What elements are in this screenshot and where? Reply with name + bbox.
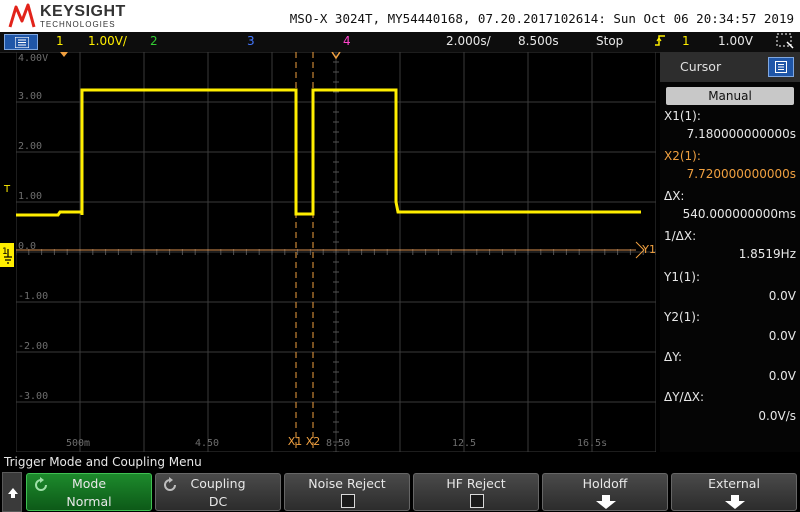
- cursor-mode-button[interactable]: Manual: [666, 87, 794, 105]
- timebase-scale[interactable]: 2.000s/: [446, 34, 491, 48]
- softkey-hf-reject-label: HF Reject: [446, 476, 506, 491]
- x-label-3: 8.50: [326, 438, 351, 449]
- trigger-time-marker: [331, 52, 341, 60]
- cursor-panel: Cursor Manual X1(1): 7.180000000000s X2(…: [660, 52, 800, 452]
- ch1-ground-marker[interactable]: 1: [0, 243, 16, 267]
- timebase-delay[interactable]: 8.500s: [518, 34, 559, 48]
- softkey-holdoff[interactable]: Holdoff: [542, 473, 668, 511]
- main-menu-button[interactable]: [4, 34, 38, 50]
- y-label-5: 0.0: [18, 241, 37, 252]
- menu-title: Trigger Mode and Coupling Menu: [4, 455, 202, 469]
- cursor-x1-handle[interactable]: X1: [287, 435, 303, 448]
- ch3-number[interactable]: 3: [247, 34, 255, 48]
- trigger-level[interactable]: 1.00V: [718, 34, 753, 48]
- keysight-logo-icon: [8, 3, 36, 28]
- zoom-icon[interactable]: [776, 33, 794, 52]
- down-arrow-icon: [596, 495, 616, 509]
- delta-y-label: ΔY:: [664, 350, 682, 364]
- ch1-number[interactable]: 1: [56, 34, 64, 48]
- y2-value: 0.0V: [768, 329, 796, 343]
- softkey-mode-value: Normal: [66, 494, 112, 509]
- menu-icon: [15, 37, 29, 48]
- waveform-display[interactable]: [16, 52, 656, 452]
- softkey-mode[interactable]: Mode Normal: [26, 473, 152, 511]
- y-label-4: 1.00: [18, 191, 43, 202]
- cursor-x2-handle[interactable]: X2: [305, 435, 321, 448]
- panel-menu-icon[interactable]: [768, 57, 794, 77]
- x1-value: 7.180000000000s: [686, 127, 796, 141]
- ch4-number[interactable]: 4: [343, 34, 351, 48]
- instrument-info: MSO-X 3024T, MY54440168, 07.20.201710261…: [289, 11, 794, 26]
- brand-name: KEYSIGHT: [40, 3, 126, 20]
- y-label-8: -3.00: [18, 391, 49, 402]
- y-label-7: -2.00: [18, 341, 49, 352]
- x-label-1: 500m: [66, 438, 91, 449]
- delta-x-label: ΔX:: [664, 189, 685, 203]
- softkey-noise-reject-label: Noise Reject: [308, 476, 386, 491]
- x1-label: X1(1):: [664, 109, 701, 123]
- softkey-external-label: External: [708, 476, 760, 491]
- down-arrow-icon: [725, 495, 745, 509]
- hf-reject-checkbox[interactable]: [470, 494, 484, 508]
- back-arrow-icon: [8, 488, 18, 498]
- inv-delta-x-value: 1.8519Hz: [738, 247, 796, 261]
- ch2-number[interactable]: 2: [150, 34, 158, 48]
- softkey-external[interactable]: External: [671, 473, 797, 511]
- inv-delta-x-label: 1/ΔX:: [664, 229, 697, 243]
- y1-label: Y1(1):: [664, 270, 701, 284]
- cursor-y1-handle[interactable]: Y1: [642, 243, 656, 256]
- x-label-5: 16.5s: [577, 438, 608, 449]
- rotate-icon: [35, 477, 47, 491]
- trigger-level-marker[interactable]: T: [4, 184, 11, 195]
- trigger-position-marker: [60, 52, 68, 57]
- cursor-y1-arrow: [635, 241, 645, 259]
- run-state[interactable]: Stop: [596, 34, 624, 48]
- softkey-coupling-label: Coupling: [190, 476, 246, 491]
- x-label-2: 4.50: [195, 438, 220, 449]
- delta-y-value: 0.0V: [768, 369, 796, 383]
- softkey-coupling[interactable]: Coupling DC: [155, 473, 281, 511]
- x-label-4: 12.5: [452, 438, 477, 449]
- y-label-2: 3.00: [18, 91, 43, 102]
- softkey-coupling-value: DC: [208, 494, 228, 509]
- x2-label: X2(1):: [664, 149, 701, 163]
- y1-value: 0.0V: [768, 289, 796, 303]
- y-label-3: 2.00: [18, 141, 43, 152]
- x2-value: 7.720000000000s: [686, 167, 796, 181]
- title-bar: KEYSIGHT TECHNOLOGIES MSO-X 3024T, MY544…: [0, 0, 800, 32]
- y-label-6: -1.00: [18, 291, 49, 302]
- dy-dx-label: ΔY/ΔX:: [664, 390, 705, 404]
- softkey-menu: Trigger Mode and Coupling Menu Mode Norm…: [0, 452, 800, 512]
- cursor-panel-title: Cursor: [680, 59, 722, 74]
- ch1-waveform: [16, 88, 641, 217]
- softkey-hf-reject[interactable]: HF Reject: [413, 473, 539, 511]
- cursor-panel-header: Cursor: [660, 52, 800, 82]
- ch1-scale[interactable]: 1.00V/: [88, 34, 127, 48]
- graticule: [16, 52, 656, 452]
- softkey-holdoff-label: Holdoff: [582, 476, 628, 491]
- svg-text:1: 1: [2, 247, 8, 257]
- softkey-noise-reject[interactable]: Noise Reject: [284, 473, 410, 511]
- delta-x-value: 540.000000000ms: [682, 207, 796, 221]
- brand-subtitle: TECHNOLOGIES: [40, 20, 116, 29]
- trigger-edge-icon: [654, 33, 666, 52]
- noise-reject-checkbox[interactable]: [341, 494, 355, 508]
- rotate-icon: [164, 477, 176, 491]
- trigger-source[interactable]: 1: [682, 34, 690, 48]
- keysight-logo: KEYSIGHT TECHNOLOGIES: [8, 2, 128, 30]
- dy-dx-value: 0.0V/s: [758, 409, 796, 423]
- y2-label: Y2(1):: [664, 310, 701, 324]
- status-bar: 1 1.00V/ 2 3 4 2.000s/ 8.500s Stop 1 1.0…: [0, 32, 800, 53]
- y-label-1: 4.00V: [18, 53, 49, 64]
- softkey-mode-label: Mode: [71, 476, 107, 491]
- menu-back-button[interactable]: [2, 472, 22, 512]
